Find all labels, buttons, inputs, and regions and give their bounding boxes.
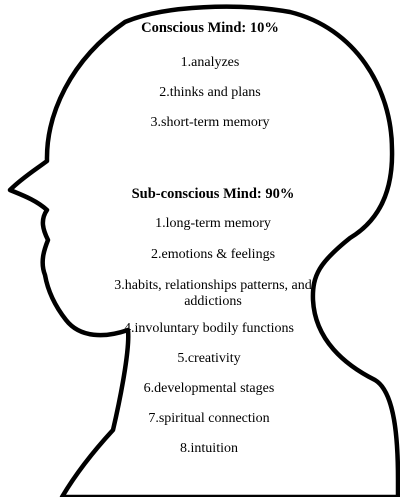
conscious-item-3: 3.short-term memory — [150, 115, 270, 130]
subconscious-item-1: 1.long-term memory — [155, 216, 271, 231]
subconscious-item-2: 2.emotions & feelings — [150, 247, 276, 262]
subconscious-item-4: 4.involuntary bodily functions — [124, 321, 294, 336]
subconscious-item-7: 7.spiritual connection — [148, 411, 270, 426]
subconscious-item-6: 6.developmental stages — [143, 381, 275, 396]
conscious-heading: Conscious Mind: 10% — [141, 20, 279, 36]
subconscious-item-5: 5.creativity — [177, 351, 241, 366]
subconscious-heading: Sub-conscious Mind: 90% — [131, 186, 295, 202]
subconscious-item-3: 3.habits, relationships patterns, and ad… — [114, 278, 312, 309]
head-outline — [7, 4, 400, 497]
subconscious-item-8: 8.intuition — [180, 441, 238, 456]
conscious-item-1: 1.analyzes — [180, 55, 240, 70]
conscious-item-2: 2.thinks and plans — [159, 85, 261, 100]
